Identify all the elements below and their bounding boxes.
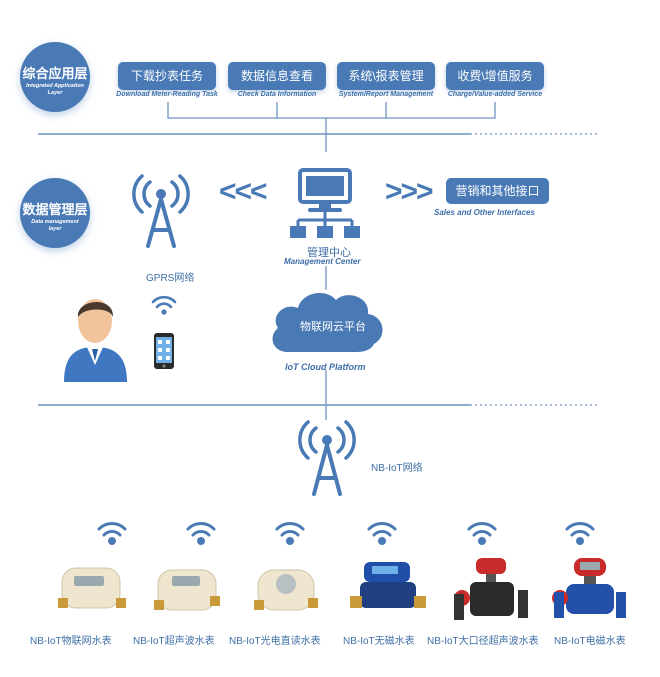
charge-service-button[interactable]: 收费\增值服务 [446, 62, 544, 90]
download-task-caption: Download Meter-Reading Task [116, 91, 218, 98]
application-layer-badge: 综合应用层 Integrated Application Layer [20, 42, 90, 112]
application-layer-title: 综合应用层 [22, 66, 88, 81]
check-data-caption: Check Data Information [237, 91, 317, 98]
data-layer-subtitle: Data management layer [31, 219, 79, 232]
meter-wifi-row [97, 522, 595, 545]
cloud-platform-caption: IoT Cloud Platform [285, 362, 366, 372]
system-report-caption: System/Report Management [338, 91, 434, 98]
meter-label-non-magnetic: NB-IoT无磁水表 [343, 636, 415, 647]
wifi-icon [151, 295, 177, 315]
management-computer-icon [290, 168, 360, 238]
charge-service-caption: Charge/Value-added Service [447, 91, 543, 98]
application-layer-subtitle: Integrated Application Layer [26, 83, 84, 96]
data-layer-title: 数据管理层 [22, 202, 88, 217]
meter-label-electromagnetic: NB-IoT电磁水表 [554, 636, 626, 647]
large-ultrasonic-water-meter-image [454, 558, 528, 620]
meter-label-photoelectric: NB-IoT光电直读水表 [229, 636, 321, 647]
meter-label-large-ultrasonic: NB-IoT大口径超声波水表 [427, 636, 539, 647]
gprs-tower-icon [132, 174, 190, 248]
user-avatar-icon [64, 299, 127, 382]
download-task-button[interactable]: 下载抄表任务 [118, 62, 216, 90]
sales-interface-caption: Sales and Other Interfaces [434, 208, 535, 217]
sales-interface-button[interactable]: 营销和其他接口 [446, 178, 549, 204]
iot-water-meter-image [58, 567, 126, 609]
cloud-platform-label: 物联网云平台 [300, 321, 366, 333]
electromagnetic-water-meter-image [552, 558, 626, 618]
smartphone-icon [154, 333, 174, 369]
data-layer-badge: 数据管理层 Data management layer [20, 178, 90, 248]
nbiot-network-label: NB-IoT网络 [371, 463, 423, 474]
left-arrows: <<< [219, 175, 268, 208]
management-center-label: 管理中心 [307, 247, 351, 259]
management-center-caption: Management Center [284, 257, 361, 266]
gprs-network-label: GPRS网络 [146, 273, 195, 284]
meter-label-iot: NB-IoT物联网水表 [30, 636, 112, 647]
meter-label-ultrasonic: NB-IoT超声波水表 [133, 636, 215, 647]
cloud-icon [272, 293, 383, 352]
photoelectric-water-meter-image [254, 569, 318, 611]
non-magnetic-water-meter-image [350, 562, 426, 608]
right-arrows: >>> [385, 175, 434, 208]
system-report-button[interactable]: 系统\报表管理 [337, 62, 435, 90]
nbiot-tower-icon [298, 420, 356, 496]
check-data-button[interactable]: 数据信息查看 [228, 62, 326, 90]
ultrasonic-water-meter-image [154, 569, 220, 611]
